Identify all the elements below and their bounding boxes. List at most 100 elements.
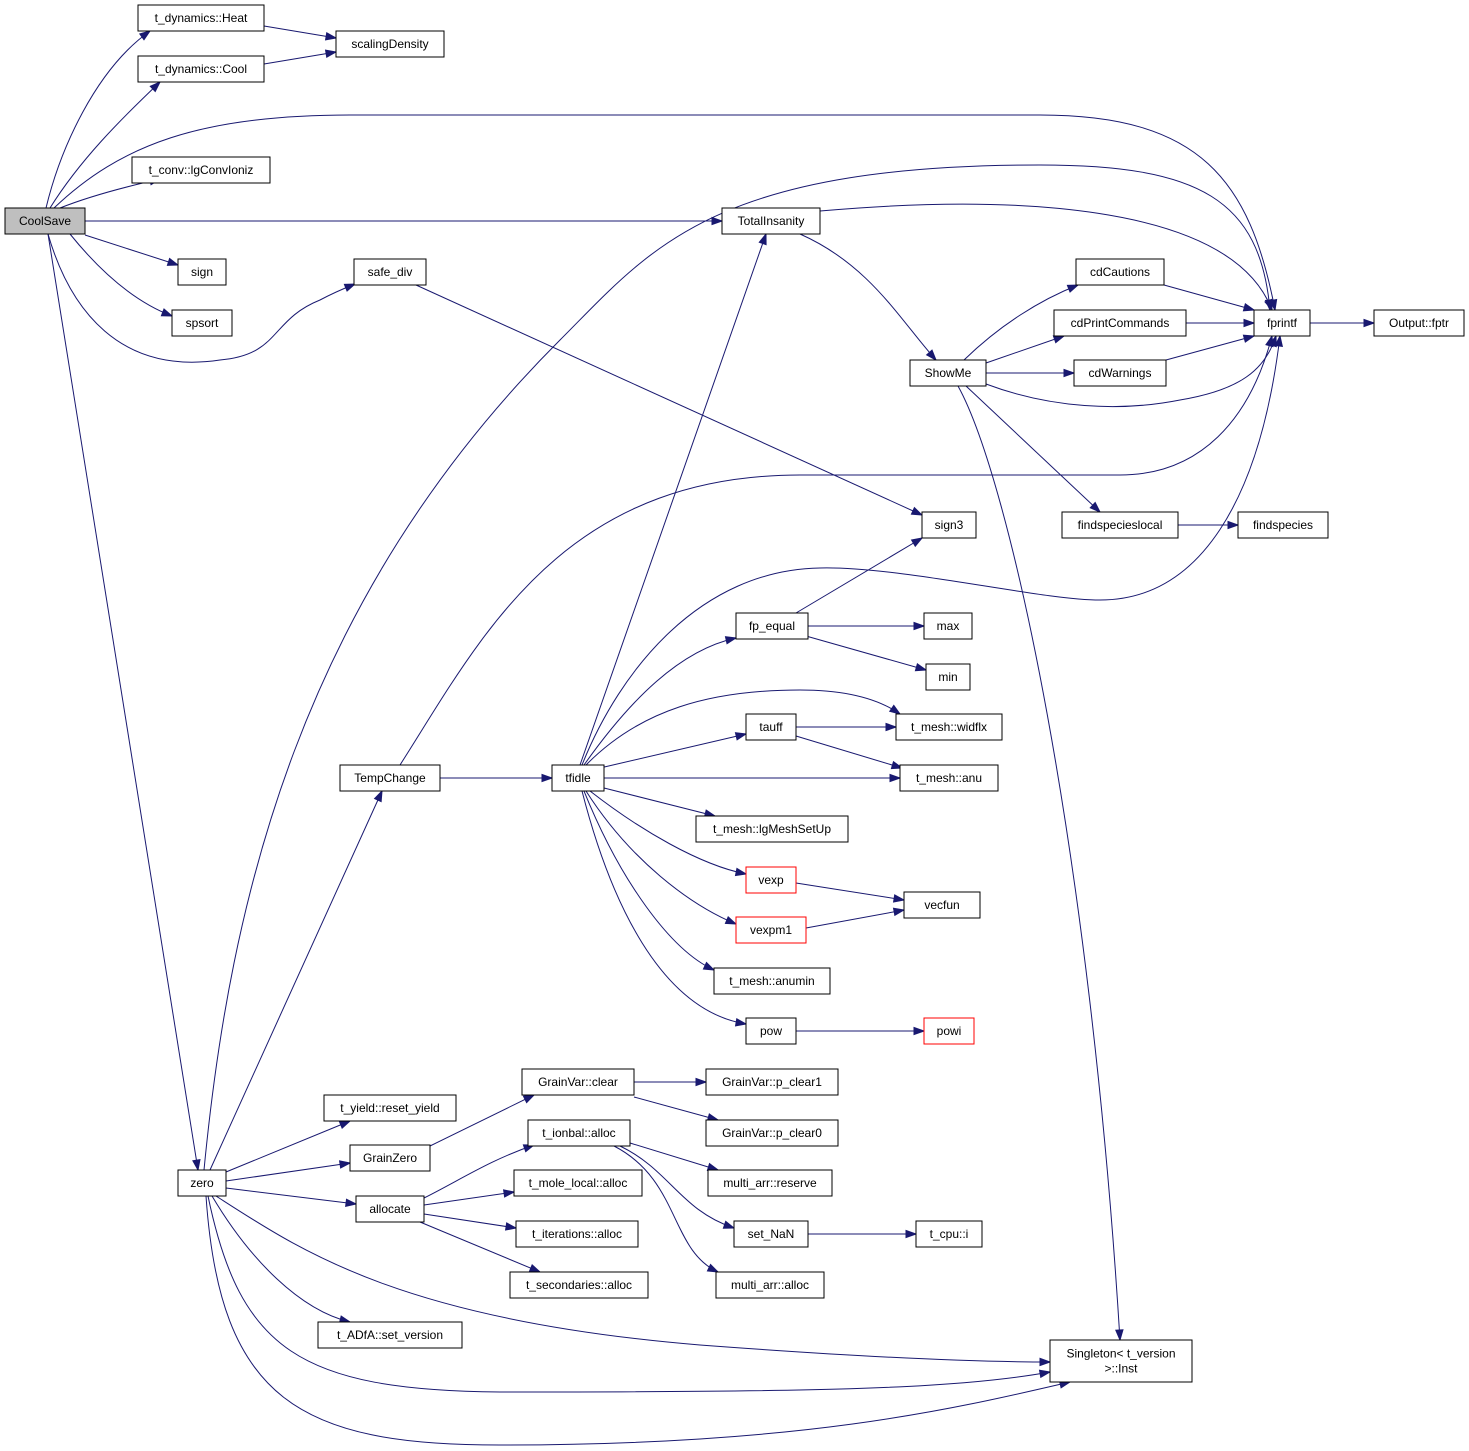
node-tcpui[interactable]: t_cpu::i [915, 1220, 983, 1248]
edge-tfidle-to-pow [581, 790, 748, 1027]
edge-arrowhead [888, 704, 902, 715]
node-widflx[interactable]: t_mesh::widflx [895, 713, 1003, 741]
edge-line [579, 233, 767, 766]
node-fpequal[interactable]: fp_equal [735, 612, 809, 640]
node-vexpm1[interactable]: vexpm1 [735, 916, 807, 944]
edge-tfidle-to-anu [604, 773, 902, 783]
node-label: sign [191, 265, 213, 279]
node-box [137, 4, 265, 32]
node-showme[interactable]: ShowMe [909, 359, 987, 387]
node-heat[interactable]: t_dynamics::Heat [137, 4, 265, 32]
node-spsort[interactable]: spsort [171, 309, 233, 337]
node-anumin[interactable]: t_mesh::anumin [713, 967, 831, 995]
edge-line [965, 385, 1101, 513]
node-multialloc[interactable]: multi_arr::alloc [715, 1271, 825, 1299]
node-iterationsalloc[interactable]: t_iterations::alloc [515, 1220, 639, 1248]
node-label: t_iterations::alloc [532, 1227, 622, 1241]
node-cool[interactable]: t_dynamics::Cool [137, 55, 265, 83]
node-label: vexp [758, 873, 784, 887]
node-min[interactable]: min [925, 663, 971, 691]
node-box [355, 1195, 425, 1223]
node-grainzero[interactable]: GrainZero [349, 1144, 431, 1172]
edge-line [795, 735, 903, 769]
node-sign[interactable]: sign [177, 258, 227, 286]
edge-line [613, 1145, 719, 1273]
node-label: t_mole_local::alloc [529, 1176, 628, 1190]
edge-arrowhead [324, 32, 338, 41]
node-label: tauff [759, 720, 783, 734]
node-scalingdensity[interactable]: scalingDensity [335, 30, 445, 58]
node-safediv[interactable]: safe_div [353, 258, 427, 286]
node-secondariesalloc[interactable]: t_secondaries::alloc [509, 1271, 649, 1299]
edge-tfidle-to-totalinsanity [579, 232, 767, 766]
node-adfasetversion[interactable]: t_ADfA::set_version [317, 1321, 463, 1349]
node-pclear0[interactable]: GrainVar::p_clear0 [705, 1119, 839, 1147]
node-ionbalalloc[interactable]: t_ionbal::alloc [527, 1119, 631, 1147]
edge-arrowhead [914, 662, 928, 672]
node-zero[interactable]: zero [177, 1169, 227, 1197]
edge-coolsave-to-sign [84, 234, 180, 266]
node-label: t_dynamics::Heat [155, 11, 248, 25]
node-max[interactable]: max [923, 612, 973, 640]
edge-line [795, 537, 923, 614]
edge-arrowhead [734, 1017, 748, 1027]
node-molelocalalloc[interactable]: t_mole_local::alloc [513, 1169, 643, 1197]
edge-arrowhead [892, 894, 906, 903]
node-anu[interactable]: t_mesh::anu [899, 764, 999, 792]
node-box [899, 764, 999, 792]
node-label: safe_div [368, 265, 413, 279]
node-grainclear[interactable]: GrainVar::clear [521, 1068, 635, 1096]
node-powi[interactable]: powi [923, 1017, 975, 1045]
node-cdprintcommands[interactable]: cdPrintCommands [1053, 309, 1187, 337]
node-box [1075, 258, 1165, 286]
edge-zero-to-singletoninst [207, 1195, 1052, 1393]
node-lgconvioniz[interactable]: t_conv::lgConvIoniz [131, 156, 271, 184]
edge-arrowhead [724, 915, 738, 925]
node-label: t_conv::lgConvIoniz [149, 163, 254, 177]
node-resetyield[interactable]: t_yield::reset_yield [323, 1094, 457, 1122]
edge-fpequal-to-min [805, 635, 928, 672]
node-tfidle[interactable]: tfidle [551, 764, 605, 792]
node-label: multi_arr::alloc [731, 1278, 809, 1292]
node-label: set_NaN [748, 1227, 795, 1241]
node-cdcautions[interactable]: cdCautions [1075, 258, 1165, 286]
node-setnan[interactable]: set_NaN [733, 1220, 809, 1248]
node-label: multi_arr::reserve [723, 1176, 817, 1190]
node-label: findspecies [1253, 518, 1313, 532]
node-sign3[interactable]: sign3 [921, 511, 977, 539]
node-vexp[interactable]: vexp [745, 866, 797, 894]
node-lgmeshsetup[interactable]: t_mesh::lgMeshSetUp [695, 815, 849, 843]
node-tempchange[interactable]: TempChange [339, 764, 441, 792]
edge-arrowhead [910, 537, 924, 548]
edge-arrowhead [1052, 335, 1066, 344]
edge-line [583, 637, 737, 766]
node-allocate[interactable]: allocate [355, 1195, 425, 1223]
edge-zero-to-tempchange [209, 789, 383, 1171]
node-box [349, 1144, 431, 1172]
node-label: max [937, 619, 960, 633]
node-pclear1[interactable]: GrainVar::p_clear1 [705, 1068, 839, 1096]
node-findspecieslocal[interactable]: findspecieslocal [1061, 511, 1179, 539]
node-singletoninst[interactable]: Singleton< t_version>::Inst [1049, 1339, 1193, 1383]
node-cdwarnings[interactable]: cdWarnings [1073, 359, 1167, 387]
node-label: fprintf [1267, 316, 1298, 330]
edge-tfidle-to-tauff [599, 732, 748, 769]
node-box [1073, 359, 1167, 387]
node-tauff[interactable]: tauff [745, 713, 797, 741]
edge-tfidle-to-fprintf [581, 334, 1283, 766]
edge-showme-to-cdcautions [963, 284, 1080, 361]
edge-arrowhead [504, 1222, 518, 1231]
node-vecfun[interactable]: vecfun [903, 891, 981, 919]
node-totalinsanity[interactable]: TotalInsanity [721, 207, 821, 235]
node-findspecies[interactable]: findspecies [1237, 511, 1329, 539]
node-coolsave[interactable]: CoolSave [4, 207, 86, 235]
edge-cool-to-scalingdensity [263, 49, 338, 65]
node-fptr[interactable]: Output::fptr [1373, 309, 1465, 337]
node-label: t_dynamics::Cool [155, 62, 247, 76]
node-fprintf[interactable]: fprintf [1253, 309, 1311, 337]
node-label: t_mesh::anu [916, 771, 982, 785]
node-pow[interactable]: pow [745, 1017, 797, 1045]
node-label: min [938, 670, 957, 684]
node-multireserve[interactable]: multi_arr::reserve [707, 1169, 833, 1197]
edge-line [225, 1162, 351, 1182]
